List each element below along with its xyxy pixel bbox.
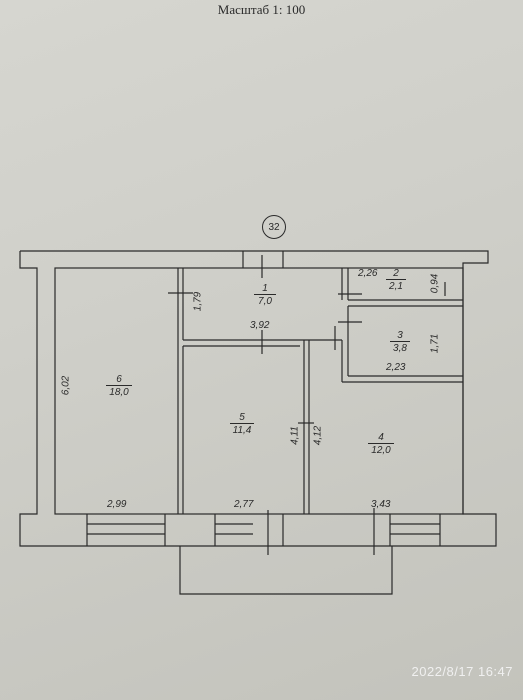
room-4-area: 12,0	[368, 443, 394, 456]
dim-room5-depth: 4,11	[289, 426, 301, 445]
room-1-area: 7,0	[254, 294, 276, 307]
room-5-label: 5 11,4	[230, 412, 254, 436]
room-4-label: 4 12,0	[368, 432, 394, 456]
photo-timestamp: 2022/8/17 16:47	[411, 664, 513, 679]
room-4-number: 4	[378, 432, 384, 443]
room-1-width: 3,92	[250, 320, 270, 331]
dim-room4-depth: 4,12	[312, 425, 324, 446]
dim-corridor-depth: 1,79	[192, 291, 204, 312]
dim-room3-depth: 1,71	[429, 333, 441, 354]
room-6-number: 6	[116, 374, 122, 385]
room-5-area: 11,4	[230, 423, 254, 436]
inner-wall-line	[54, 267, 464, 515]
room-1-number: 1	[262, 283, 268, 294]
room-6-label: 6 18,0	[106, 374, 132, 398]
dim-room6-depth: 6,02	[60, 375, 72, 396]
building-number-marker: 32	[262, 215, 286, 239]
dim-room4-width: 3,43	[371, 499, 391, 510]
room-5-number: 5	[239, 412, 245, 423]
room-2-area: 2,1	[386, 279, 406, 292]
room-1-label: 1 7,0	[254, 283, 276, 307]
outer-wall	[19, 250, 497, 547]
room-3-number: 3	[397, 330, 403, 341]
balcony	[179, 546, 393, 595]
room-2-width: 2,26	[358, 268, 378, 279]
room-3-width: 2,23	[386, 362, 406, 373]
scale-title: Масштаб 1: 100	[217, 2, 306, 17]
room-3-area: 3,8	[390, 341, 410, 354]
dim-room2-depth: 0,94	[429, 273, 441, 294]
dim-room6-width: 2,99	[107, 499, 127, 510]
room-3-label: 3 3,8	[390, 330, 410, 354]
room-6-area: 18,0	[106, 385, 132, 398]
dim-room5-width: 2,77	[234, 499, 254, 510]
room-2-label: 2 2,1	[386, 268, 406, 292]
room-2-number: 2	[393, 268, 399, 279]
